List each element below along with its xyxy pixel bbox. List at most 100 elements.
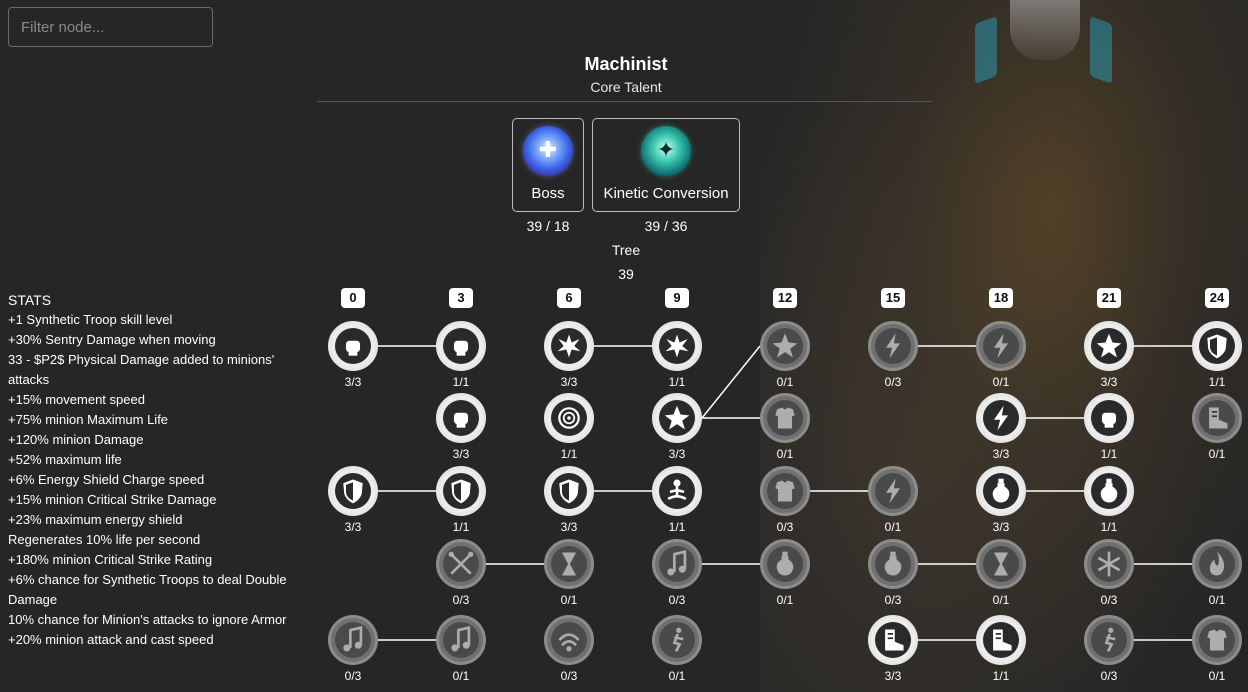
talent-node[interactable]	[544, 466, 594, 516]
talent-node[interactable]	[652, 539, 702, 589]
stat-line: 10% chance for Minion's attacks to ignor…	[8, 612, 287, 627]
core-talent-label: Kinetic Conversion	[603, 185, 729, 202]
note-icon	[667, 550, 687, 576]
talent-node[interactable]	[1192, 615, 1242, 665]
talent-node-count: 1/1	[668, 375, 686, 389]
talent-node-count: 0/1	[776, 593, 794, 607]
talent-node[interactable]	[436, 615, 486, 665]
core-talent-count: 39 / 18	[526, 218, 570, 234]
talent-node-count: 3/3	[884, 669, 902, 683]
hourglass-icon	[561, 552, 577, 576]
talent-node[interactable]	[976, 615, 1026, 665]
level-badge: 21	[1097, 288, 1121, 308]
talent-node[interactable]	[652, 321, 702, 371]
stats-title: STATS	[8, 292, 52, 308]
background-crest	[1010, 0, 1080, 60]
talent-node[interactable]	[976, 539, 1026, 589]
talent-node[interactable]	[436, 539, 486, 589]
core-talent-label: Boss	[531, 185, 565, 202]
talent-node[interactable]	[760, 393, 810, 443]
fist-icon	[1101, 412, 1117, 428]
talent-node[interactable]	[1192, 393, 1242, 443]
talent-node[interactable]	[1192, 539, 1242, 589]
talent-node-face	[335, 622, 371, 658]
star-icon	[1096, 333, 1122, 358]
talent-node[interactable]	[436, 466, 486, 516]
talent-node-count: 3/3	[452, 447, 470, 461]
bolt-icon	[885, 478, 901, 504]
meditate-icon	[667, 479, 687, 501]
boss-icon: ✚	[523, 126, 573, 176]
talent-node[interactable]	[1084, 393, 1134, 443]
potion-icon	[884, 551, 902, 576]
talent-node[interactable]	[868, 539, 918, 589]
talent-node-count: 0/1	[560, 593, 578, 607]
level-badge: 9	[665, 288, 689, 308]
star-icon	[664, 405, 690, 430]
talent-node[interactable]	[652, 615, 702, 665]
level-badge: 15	[881, 288, 905, 308]
talent-node[interactable]	[976, 393, 1026, 443]
potion-icon	[776, 551, 794, 576]
talent-node[interactable]	[544, 321, 594, 371]
talent-node-count: 0/1	[1208, 593, 1226, 607]
talent-node[interactable]	[868, 321, 918, 371]
talent-node[interactable]	[544, 615, 594, 665]
talent-node[interactable]	[760, 539, 810, 589]
talent-node[interactable]	[760, 321, 810, 371]
stat-line: +1 Synthetic Troop skill level	[8, 312, 173, 327]
target-icon	[558, 407, 580, 429]
header-divider	[317, 101, 933, 102]
talent-node[interactable]	[976, 466, 1026, 516]
talent-node-count: 3/3	[344, 520, 362, 534]
star-icon	[772, 333, 798, 358]
talent-node-count: 0/3	[884, 593, 902, 607]
filter-node-input[interactable]	[8, 7, 213, 47]
talent-node[interactable]	[868, 466, 918, 516]
burst-icon	[665, 334, 689, 358]
talent-node-count: 0/3	[1100, 593, 1118, 607]
talent-node[interactable]	[328, 615, 378, 665]
talent-node[interactable]	[436, 393, 486, 443]
potion-icon	[1100, 478, 1118, 503]
talent-node[interactable]	[652, 393, 702, 443]
talent-node-count: 3/3	[668, 447, 686, 461]
figure-icon	[1104, 627, 1116, 653]
stat-line: 33 - $P2$ Physical Damage added to minio…	[8, 352, 275, 387]
talent-node[interactable]	[976, 321, 1026, 371]
figure-icon	[672, 627, 684, 653]
talent-node[interactable]	[436, 321, 486, 371]
snowflake-icon	[1097, 551, 1121, 577]
talent-node[interactable]	[328, 466, 378, 516]
talent-node-count: 3/3	[992, 520, 1010, 534]
tree-points: 39	[618, 266, 634, 282]
talent-node[interactable]	[544, 539, 594, 589]
talent-node-count: 3/3	[1100, 375, 1118, 389]
talent-node[interactable]	[328, 321, 378, 371]
talent-node-count: 0/1	[1208, 447, 1226, 461]
talent-node[interactable]	[1084, 615, 1134, 665]
fist-icon	[453, 412, 469, 428]
talent-node[interactable]	[1192, 321, 1242, 371]
level-badge: 3	[449, 288, 473, 308]
shield-icon	[451, 479, 471, 504]
talent-node[interactable]	[868, 615, 918, 665]
talent-node[interactable]	[652, 466, 702, 516]
talent-node[interactable]	[1084, 539, 1134, 589]
talent-node[interactable]	[1084, 466, 1134, 516]
kinetic-conversion-icon: ✦	[641, 126, 691, 176]
background-fin-left	[975, 15, 997, 85]
stat-line: +20% minion attack and cast speed	[8, 632, 214, 647]
talent-node[interactable]	[544, 393, 594, 443]
talent-node-count: 0/3	[344, 669, 362, 683]
note-icon	[343, 626, 363, 652]
flame-icon	[1209, 551, 1225, 576]
talent-node-face	[659, 546, 695, 582]
talent-node[interactable]	[760, 466, 810, 516]
spin-icon	[558, 633, 580, 652]
core-talent-kinetic-conversion[interactable]: ✦ Kinetic Conversion	[592, 118, 740, 212]
talent-node-count: 0/1	[884, 520, 902, 534]
shield-icon	[343, 479, 363, 504]
talent-node[interactable]	[1084, 321, 1134, 371]
core-talent-boss[interactable]: ✚ Boss	[512, 118, 584, 212]
